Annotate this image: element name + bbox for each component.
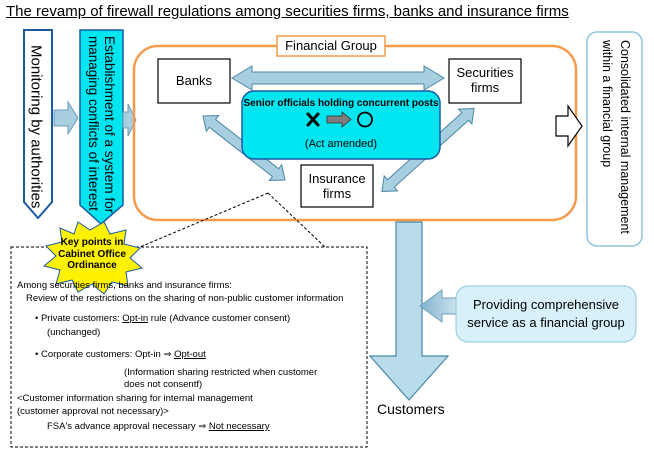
private-customers-line: • Private customers: Opt-in rule (Advanc… [35,313,290,325]
senior-officials-label: Senior officials holding concurrent post… [243,98,439,109]
banks-securities-arrow [231,65,445,91]
sharing-line-1: <Customer information sharing for intern… [17,393,253,404]
consolidated-label: Consolidated internal management within … [598,40,634,234]
corporate-optout: Opt-out [174,349,206,360]
change-arrow-icon [326,111,352,128]
corporate-note-1: (Information sharing restricted when cus… [124,367,318,378]
securities-label: Securities firms [449,65,521,95]
providing-line-1: Providing comprehensive [473,297,619,312]
senior-officials-box [241,90,441,160]
consolidated-line-1: Consolidated internal management [618,40,632,234]
providing-label: Providing comprehensive service as a fin… [456,296,636,332]
cross-icon [306,112,320,127]
insurance-label: Insurance firms [301,171,373,201]
establishment-line-1: Establishment of a system for [102,36,117,214]
establishment-to-group-arrow [122,103,137,137]
securities-box [448,58,522,104]
private-unchanged: (unchanged) [47,327,101,338]
securities-line-2: firms [470,80,500,95]
fsa-prefix: FSA's advance approval necessary ⇒ [47,421,209,432]
bullet-icon: • [35,313,39,324]
details-intro: Among securities firms, banks and insura… [17,280,232,291]
circle-icon [357,111,373,128]
group-to-customers-arrow [368,221,450,401]
corporate-note-2: does not consentf) [124,379,203,390]
key-points-burst [42,221,144,295]
banks-label: Banks [175,73,213,88]
establishment-label: Establishment of a system for managing c… [85,36,117,213]
monitoring-arrow [23,29,53,220]
establishment-line-2: managing conflicts of interest [86,36,101,211]
financial-group-label: Financial Group [285,38,377,53]
consolidated-box [586,31,643,247]
insurance-line-1: Insurance [308,171,366,186]
details-review: Review of the restrictions on the sharin… [26,293,344,304]
key-points-line-2: Cabinet Office [58,248,126,260]
customers-label: Customers [377,401,445,417]
providing-line-2: service as a financial group [467,315,625,330]
corporate-prefix: Corporate customers: Opt-in ⇒ [40,349,175,360]
callout-line-left [139,192,269,248]
private-prefix: Private customers: [40,313,123,324]
providing-box [455,285,637,343]
insurance-box [300,164,374,208]
key-points-label: Key points in Cabinet Office Ordinance [44,237,140,272]
fsa-line: FSA's advance approval necessary ⇒ Not n… [47,421,270,433]
bullet-icon: • [35,349,39,360]
fsa-not-necessary: Not necessary [208,421,270,432]
monitoring-label: Monitoring by authorities [27,45,45,209]
securities-line-1: Securities [456,65,514,80]
callout-line-right [267,192,326,248]
insurance-line-2: firms [322,186,352,201]
private-suffix: rule (Advance customer consent) [148,313,291,324]
private-optin: Opt-in [122,313,149,324]
monitoring-to-group-arrow [53,100,79,136]
act-amended-label: (Act amended) [304,138,378,150]
page-title: The revamp of firewall regulations among… [6,3,569,20]
establishment-arrow [79,29,124,226]
sharing-line-2: (customer approval not necessary)> [17,406,169,417]
consolidated-line-2: within a financial group [600,40,614,168]
key-points-line-3: Ordinance [67,260,117,271]
financial-group-label-box [276,35,386,57]
banks-box [157,58,231,104]
group-to-consolidated-arrow [555,104,583,148]
key-points-line-1: Key points in [60,237,124,248]
corporate-customers-line: • Corporate customers: Opt-in ⇒ Opt-out [35,349,206,361]
